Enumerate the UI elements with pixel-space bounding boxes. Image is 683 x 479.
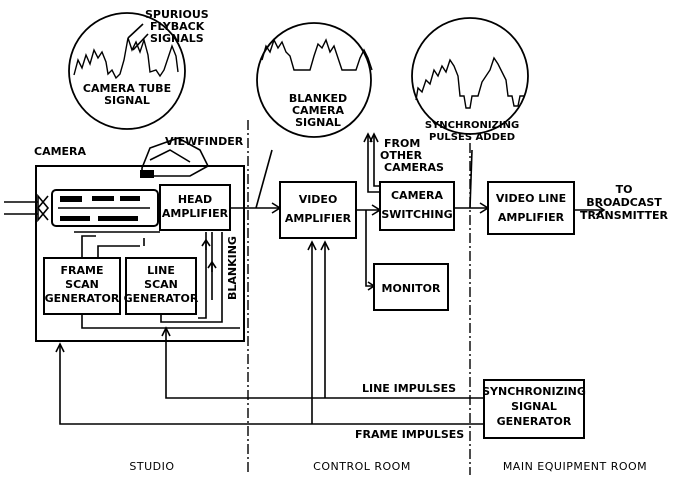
from-other-cameras-label-2: OTHER xyxy=(380,149,423,162)
blanked-camera-signal-waveform xyxy=(256,22,373,138)
to-transmitter-label-2: BROADCAST xyxy=(586,196,662,209)
frame-impulses-line xyxy=(55,240,484,425)
head-to-video-amp-line xyxy=(230,149,282,214)
svg-text:SPURIOUS: SPURIOUS xyxy=(145,8,209,21)
to-transmitter-line xyxy=(574,204,606,216)
sync-generator-label-1: SYNCHRONIZING xyxy=(482,385,586,398)
svg-text:SIGNAL: SIGNAL xyxy=(104,94,150,107)
zone-main-equipment-label: MAIN EQUIPMENT ROOM xyxy=(503,460,647,473)
monitor xyxy=(373,263,449,311)
head-amplifier-label-1: HEAD xyxy=(178,193,212,206)
line-impulses-label: LINE IMPULSES xyxy=(362,382,456,395)
frame-scan-generator xyxy=(43,257,121,315)
video-line-amplifier-label-2: AMPLIFIER xyxy=(498,211,565,224)
svg-text:CAMERA TUBE: CAMERA TUBE xyxy=(83,82,171,95)
video-amplifier xyxy=(279,181,357,239)
sync-generator-label-2: SIGNAL xyxy=(511,400,557,413)
zone-studio-label: STUDIO xyxy=(129,460,174,473)
head-amplifier-label-2: AMPLIFIER xyxy=(162,207,229,220)
blanking-label: BLANKING xyxy=(226,236,239,300)
camera-enclosure xyxy=(35,165,245,342)
camera-switching-label-1: CAMERA xyxy=(391,189,444,202)
camera-switching xyxy=(379,181,455,231)
camera-tube-signal-label: CAMERA TUBE SIGNAL xyxy=(83,82,171,107)
svg-text:CAMERA: CAMERA xyxy=(292,104,345,117)
line-scan-label-3: GENERATOR xyxy=(124,292,199,305)
line-scan-label-2: SCAN xyxy=(144,278,178,291)
from-other-cameras-lines xyxy=(363,132,380,193)
from-other-cameras-label-1: FROM xyxy=(384,137,420,150)
line-scan-generator xyxy=(125,257,197,315)
spurious-flyback-label: SPURIOUS FLYBACK SIGNALS xyxy=(127,8,209,51)
svg-text:SYNCHRONIZING: SYNCHRONIZING xyxy=(425,120,519,131)
frame-scan-label-2: SCAN xyxy=(65,278,99,291)
frame-scan-label-3: GENERATOR xyxy=(45,292,120,305)
video-amplifier-label-1: VIDEO xyxy=(299,193,338,206)
svg-text:SIGNALS: SIGNALS xyxy=(150,32,204,45)
sync-pulses-added-waveform xyxy=(411,17,529,135)
sync-signal-generator xyxy=(483,379,585,439)
switching-to-line-amp-line xyxy=(454,149,490,214)
zone-control-room-label: CONTROL ROOM xyxy=(313,460,411,473)
video-amp-to-switching-line xyxy=(356,204,382,216)
to-transmitter-label-3: TRANSMITTER xyxy=(580,209,668,222)
svg-text:FLYBACK: FLYBACK xyxy=(150,20,205,33)
frame-impulses-label: FRAME IMPULSES xyxy=(355,428,464,441)
camera-label: CAMERA xyxy=(34,145,87,158)
viewfinder xyxy=(140,137,210,178)
monitor-label: MONITOR xyxy=(382,282,441,295)
camera-tube xyxy=(51,189,160,233)
video-line-amplifier xyxy=(487,181,575,235)
svg-text:PULSES ADDED: PULSES ADDED xyxy=(429,132,515,143)
to-transmitter-label-1: TO xyxy=(616,183,633,196)
viewfinder-label: VIEWFINDER xyxy=(165,135,244,148)
switching-to-monitor-line xyxy=(365,210,376,291)
camera-internal-wiring xyxy=(81,232,240,329)
sync-pulses-added-label: SYNCHRONIZING PULSES ADDED xyxy=(425,120,519,143)
sync-generator-label-3: GENERATOR xyxy=(497,415,572,428)
video-line-amplifier-label-1: VIDEO LINE xyxy=(496,192,566,205)
blanked-camera-signal-label: BLANKED CAMERA SIGNAL xyxy=(289,92,347,129)
line-scan-label-1: LINE xyxy=(147,264,175,277)
frame-scan-label-1: FRAME xyxy=(61,264,104,277)
line-impulses-line xyxy=(161,240,484,399)
from-other-cameras-label-3: CAMERAS xyxy=(384,161,444,174)
video-amplifier-label-2: AMPLIFIER xyxy=(285,212,352,225)
camera-lens xyxy=(4,193,50,223)
svg-text:BLANKED: BLANKED xyxy=(289,92,347,105)
camera-switching-label-2: SWITCHING xyxy=(381,208,452,221)
svg-text:SIGNAL: SIGNAL xyxy=(295,116,341,129)
camera-tube-signal-waveform xyxy=(68,12,186,130)
